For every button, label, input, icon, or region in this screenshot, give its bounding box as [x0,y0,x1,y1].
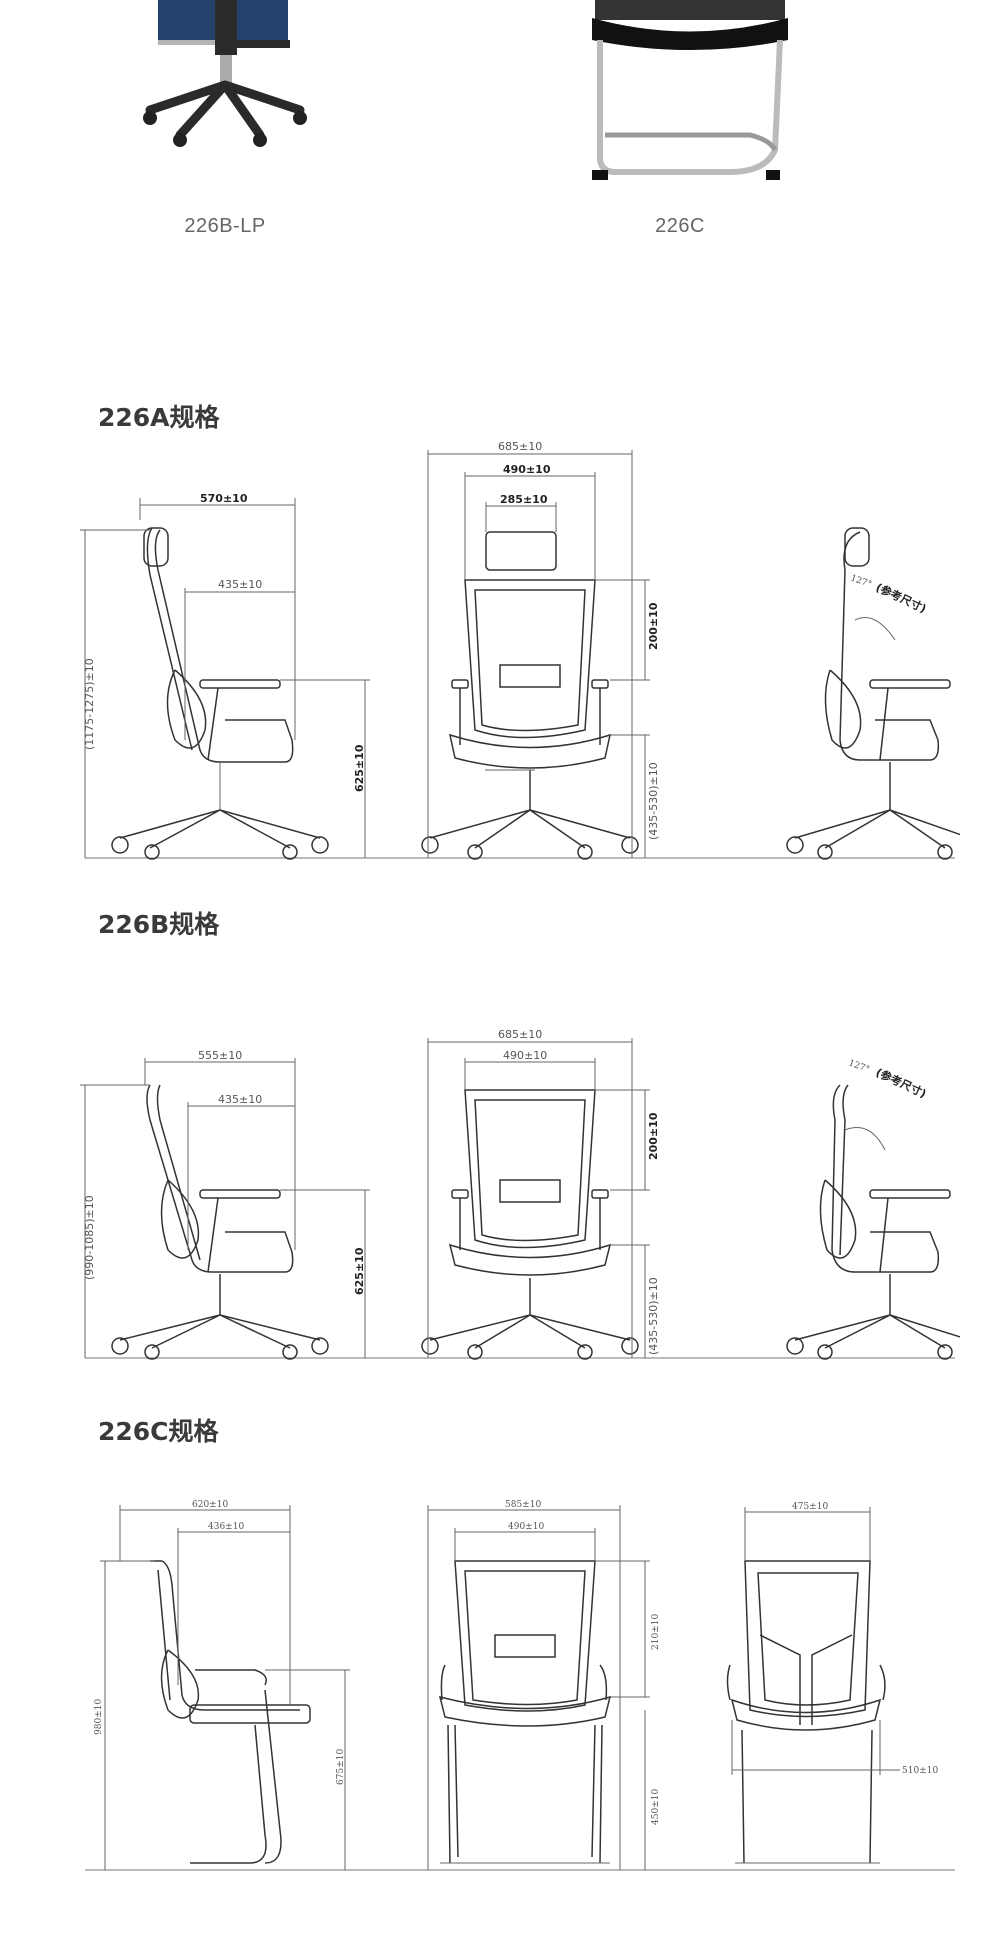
dim-226b-width: 685±10 [498,1028,542,1041]
dim-226b-total-height: (990-1085)±10 [83,1195,96,1280]
dim-226a-back-height: 200±10 [647,602,660,650]
section-title-226a: 226A规格 [98,403,220,432]
dim-226a-depth: 570±10 [200,492,248,505]
front-view-226b: 685±10 490±10 200±10 (435-530)±10 [421,1028,660,1360]
dim-226b-back-height: 200±10 [647,1112,660,1160]
dim-226a-seat-height: (435-530)±10 [647,762,660,840]
dim-226a-width: 685±10 [498,440,542,453]
dim-226c-width: 585±10 [505,1500,541,1510]
dim-226b-seat-depth: 435±10 [218,1093,262,1106]
dim-226c-back-width: 490±10 [508,1522,544,1532]
spec-drawing-226c: 620±10 436±10 980±10 675±10 585±10 490±1… [85,1500,955,1871]
dim-226c-back-view-width: 475±10 [792,1502,828,1512]
recline-view-226a: 127° (参考尺寸) [786,527,960,860]
section-title-226b: 226B规格 [98,910,220,939]
dim-226c-back-view-seat: 510±10 [902,1766,938,1776]
dim-226b-depth: 555±10 [198,1049,242,1062]
dim-226c-seat-height: 450±10 [651,1789,661,1825]
dim-226b-seat-height: (435-530)±10 [647,1277,660,1355]
dim-226c-seat-depth: 436±10 [208,1522,244,1532]
model-label-226c: 226C [655,215,705,237]
dim-226a-total-height: (1175-1275)±10 [83,658,96,750]
dim-226a-back-width: 490±10 [503,463,551,476]
dim-226a-angle-note: (参考尺寸) [874,580,929,616]
dim-226c-arm-height: 675±10 [336,1749,346,1785]
dim-226c-total-height: 980±10 [94,1699,104,1735]
back-view-226c: 475±10 510±10 [726,1502,938,1864]
product-226b-lp: 226B-LP [120,0,420,250]
chair-226b-lp-image [143,0,307,147]
dim-226b-angle: 127° [847,1058,871,1075]
dim-226c-depth: 620±10 [192,1500,228,1510]
front-view-226a: 685±10 490±10 285±10 200±10 (435-530)±10 [421,440,660,860]
dim-226b-back-width: 490±10 [503,1049,547,1062]
dim-226c-back-height: 210±10 [651,1614,661,1650]
dim-226b-angle-note: (参考尺寸) [874,1065,929,1101]
side-view-226c: 620±10 436±10 980±10 675±10 [94,1500,350,1870]
dim-226b-arm-height: 625±10 [353,1247,366,1295]
product-226c: 226C [570,0,870,250]
model-label-226b-lp: 226B-LP [184,215,266,237]
side-view-226b: 555±10 435±10 (990-1085)±10 625±10 [80,1049,370,1360]
chair-226c-image [592,0,788,180]
side-view-226a: 570±10 435±10 (1175-1275)±10 625±10 [80,492,370,860]
spec-drawing-226b: 555±10 435±10 (990-1085)±10 625±10 685±1… [80,1028,960,1360]
front-view-226c: 585±10 490±10 210±10 450±10 [427,1500,661,1870]
section-title-226c: 226C规格 [98,1417,219,1446]
dim-226a-seat-depth: 435±10 [218,578,262,591]
dim-226a-arm-height: 625±10 [353,744,366,792]
dim-226a-angle: 127° [849,573,873,590]
recline-view-226b: 127° (参考尺寸) [786,1058,960,1360]
dim-226a-headrest-width: 285±10 [500,493,548,506]
spec-drawing-226a: 570±10 435±10 (1175-1275)±10 625±10 685±… [80,440,960,860]
